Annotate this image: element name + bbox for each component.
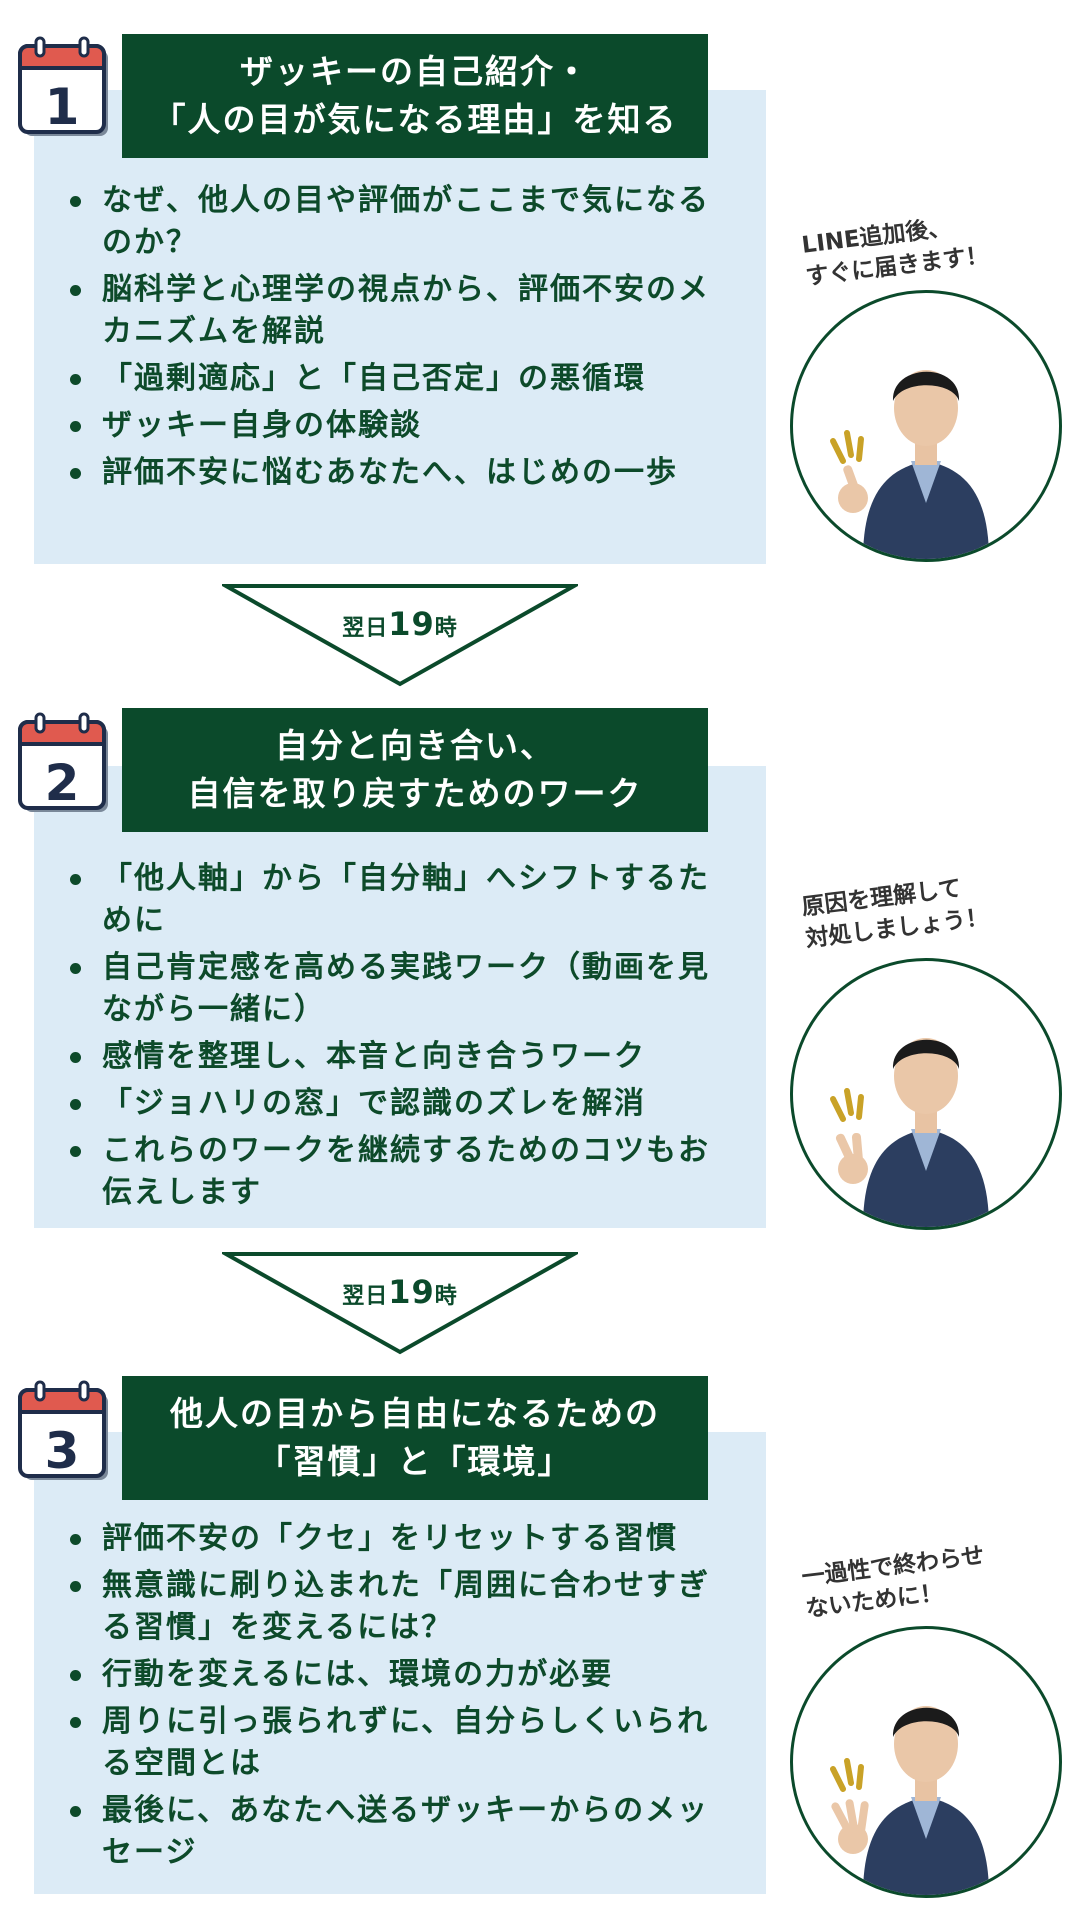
list-item: 最後に、あなたへ送るザッキーからのメッセージ	[62, 1790, 722, 1874]
step-2-title: 自分と向き合い、 自信を取り戻すためのワーク	[122, 708, 708, 832]
person-pointing-icon	[830, 370, 989, 559]
step-3-title: 他人の目から自由になるための 「習慣」と「環境」	[122, 1376, 708, 1500]
person-three-fingers-icon	[830, 1706, 989, 1895]
list-item: 脳科学と心理学の視点から、評価不安のメカニズムを解説	[62, 269, 722, 353]
list-item: 「ジョハリの窓」で認識のズレを解消	[62, 1083, 722, 1125]
connector-label-1: 翌日19時	[222, 605, 578, 643]
step-1-title-line-1: ザッキーの自己紹介・	[240, 52, 590, 91]
connector-prefix: 翌日	[342, 616, 389, 641]
list-item: 無意識に刷り込まれた「周囲に合わせすぎる習慣」を変えるには？	[62, 1565, 722, 1649]
step-2-panel	[34, 766, 766, 1228]
list-item: 感情を整理し、本音と向き合うワーク	[62, 1036, 722, 1078]
step-1-caption: LINE追加後、 すぐに届きます！	[800, 201, 1046, 294]
step-2-number: 2	[45, 754, 80, 812]
step-1-title: ザッキーの自己紹介・ 「人の目が気になる理由」を知る	[122, 34, 708, 158]
list-item: 行動を変えるには、環境の力が必要	[62, 1654, 722, 1696]
calendar-icon: 1	[18, 36, 108, 136]
list-item: これらのワークを継続するためのコツもお伝えします	[62, 1130, 722, 1214]
step-2-title-line-1: 自分と向き合い、	[275, 726, 555, 765]
step-2-caption: 原因を理解して 対処しましょう！	[800, 863, 1046, 956]
connector-prefix: 翌日	[342, 1284, 389, 1309]
connector-number: 19	[388, 1273, 435, 1311]
step-2-bullet-list: 「他人軸」から「自分軸」へシフトするために 自己肯定感を高める実践ワーク（動画を…	[62, 858, 722, 1219]
step-3-bullet-list: 評価不安の「クセ」をリセットする習慣 無意識に刷り込まれた「周囲に合わせすぎる習…	[62, 1518, 722, 1879]
list-item: ザッキー自身の体験談	[62, 405, 722, 447]
connector-number: 19	[388, 605, 435, 643]
step-3-panel	[34, 1432, 766, 1894]
list-item: 「他人軸」から「自分軸」へシフトするために	[62, 858, 722, 942]
step-3-title-line-2: 「習慣」と「環境」	[257, 1442, 573, 1481]
step-1-title-line-2: 「人の目が気になる理由」を知る	[152, 100, 678, 139]
step-1-bullet-list: なぜ、他人の目や評価がここまで気になるのか？ 脳科学と心理学の視点から、評価不安…	[62, 180, 722, 499]
list-item: 評価不安に悩むあなたへ、はじめの一歩	[62, 452, 722, 494]
presenter-avatar	[790, 1626, 1062, 1898]
calendar-icon: 3	[18, 1380, 108, 1480]
step-1-panel	[34, 90, 766, 564]
connector-arrow-2	[222, 1252, 578, 1355]
calendar-icon: 2	[18, 712, 108, 812]
presenter-avatar	[790, 290, 1062, 562]
list-item: 自己肯定感を高める実践ワーク（動画を見ながら一緒に）	[62, 947, 722, 1031]
connector-suffix: 時	[434, 1284, 458, 1309]
step-1-number: 1	[45, 78, 80, 136]
connector-suffix: 時	[434, 616, 458, 641]
step-3-title-line-1: 他人の目から自由になるための	[170, 1394, 660, 1433]
person-peace-sign-icon	[830, 1038, 989, 1227]
list-item: 「過剰適応」と「自己否定」の悪循環	[62, 358, 722, 400]
connector-arrow-1	[222, 584, 578, 687]
list-item: 評価不安の「クセ」をリセットする習慣	[62, 1518, 722, 1560]
step-3-caption: 一過性で終わらせ ないために！	[800, 1533, 1046, 1626]
list-item: なぜ、他人の目や評価がここまで気になるのか？	[62, 180, 722, 264]
presenter-avatar	[790, 958, 1062, 1230]
step-2-title-line-2: 自信を取り戻すためのワーク	[187, 774, 643, 813]
step-3-number: 3	[45, 1422, 80, 1480]
list-item: 周りに引っ張られずに、自分らしくいられる空間とは	[62, 1701, 722, 1785]
connector-label-2: 翌日19時	[222, 1273, 578, 1311]
